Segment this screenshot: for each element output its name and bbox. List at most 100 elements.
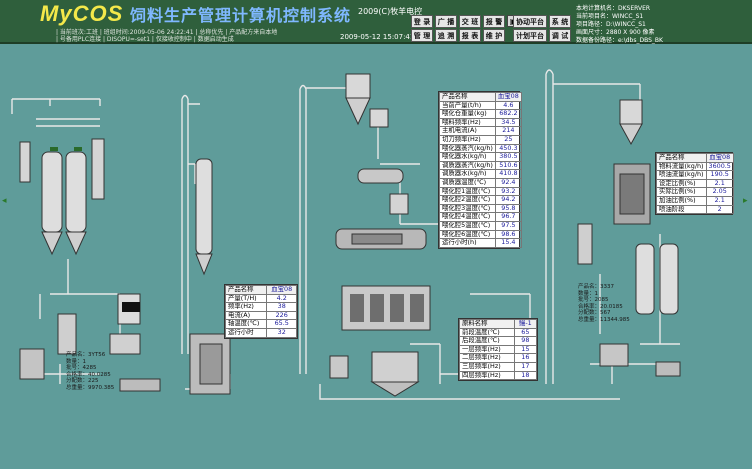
pellet-row-label: 运行小时 [224, 327, 268, 338]
middle-silo [195, 158, 213, 255]
extruder-row-value: 510.6 [494, 160, 522, 171]
app-title: 饲料生产管理计算机控制系统 [130, 6, 352, 25]
readout-line: 产品名：3YT56 [66, 352, 106, 358]
readout-line: 产品名：3337 [578, 284, 614, 290]
sysinfo-path: 项目路径：D:\WINCC_S1 [576, 21, 646, 28]
copyright-text: 2009(C)牧羊电控 [358, 7, 423, 16]
sysinfo-project: 当前项目名：WINCC_S1 [576, 13, 644, 20]
dryer-row-value: 15 [513, 344, 538, 355]
manage-button[interactable]: 管 理 [411, 29, 433, 42]
pellet-row-value: 65.5 [266, 319, 297, 329]
extruder-header-value: 血宝08 [494, 92, 522, 102]
motion-platform-button[interactable]: 协动平台 [513, 15, 547, 28]
dryer-row-value: 17 [513, 361, 538, 372]
status-ticker-2: | 号备用PLC连接 | DISOPU=-set1 | 仅接收控制中 | 数据启… [56, 36, 234, 43]
trace-button[interactable]: 追 溯 [435, 29, 457, 42]
system-clock: 2009-05-12 15:07:41 [340, 33, 415, 41]
coating-row-label: 物料流量(kg/h) [656, 161, 707, 172]
extruder-row-label: 调质器温度(℃) [439, 177, 496, 188]
readout-line: 合格率：40.0285 [66, 371, 111, 378]
system-button[interactable]: 系 统 [549, 15, 571, 28]
pellet-row-label: 电流(A) [224, 310, 268, 321]
extruder-row-label: 主机电流(A) [439, 126, 496, 136]
extruder-row-value: 98.6 [494, 229, 522, 240]
extruder-row-label: 调质器水(kg/h) [439, 169, 496, 179]
readout-line: 分配数：225 [66, 378, 99, 385]
debug-button[interactable]: 调 试 [549, 29, 571, 42]
extruder-row-value: 92.4 [494, 177, 522, 188]
extruder-row-value: 15.4 [494, 238, 522, 248]
scroll-right-arrow[interactable]: ▸ [743, 196, 748, 206]
extruder-row-value: 682.2 [494, 109, 522, 119]
extruder-row-value: 93.2 [494, 186, 522, 197]
extruder-row-label: 调质器蒸汽(kg/h) [439, 160, 496, 171]
maintenance-button[interactable]: 维 护 [483, 29, 505, 42]
extruder-row-label: 切刀频率(Hz) [439, 134, 496, 145]
coating-row-value: 2.05 [705, 187, 734, 197]
extruder-row-label: 喂料频率(Hz) [439, 117, 496, 128]
sysinfo-hostname: 本地计算机名：DKSERVER [576, 5, 651, 12]
pellet-row-value: 226 [266, 310, 297, 321]
left-twin-silos [19, 138, 105, 256]
extruder-row-value: 96.7 [494, 212, 522, 222]
coating-row-value: 2 [705, 204, 734, 215]
logo-suffix: COS [72, 1, 124, 26]
extruder-row-label: 喂化仓重量(kg) [439, 109, 496, 119]
extruder-row-label: 喂化腔1温度(℃) [439, 186, 496, 197]
dryer-row-value: 18 [513, 370, 538, 381]
title-bar: MyCOS 饲料生产管理计算机控制系统 2009(C)牧羊电控 | 当前班次:工… [0, 0, 752, 44]
extruder-row-label: 喂化腔4温度(℃) [439, 212, 496, 222]
coating-row-value: 3600.5 [705, 161, 734, 172]
broadcast-button[interactable]: 广 播 [435, 15, 457, 28]
readout-line: 批号：2085 [578, 297, 609, 304]
dryer-row-label: 后段温度(℃) [459, 336, 515, 346]
left-batch-readout: 产品名：3YT56 数量：1 批号：4285 合格率：40.0285 分配数：2… [66, 352, 114, 392]
right-batch-readout: 产品名：3337 数量：1 批号：2085 合格率：20.0185 分配数：56… [578, 284, 630, 324]
readout-line: 数量：1 [578, 290, 598, 297]
extruder-row-label: 运行小时(h) [439, 238, 496, 248]
coating-row-label: 喷油流量(kg/h) [656, 170, 707, 180]
dryer-row-label: 前段温度(℃) [459, 327, 515, 338]
plant-schematic [11, 69, 681, 400]
app-logo: MyCOS [40, 1, 123, 27]
sysinfo-screen-size: 画面尺寸：2880 X 900 像素 [576, 29, 655, 36]
coating-panel: 产品名称血宝08 物料流量(kg/h)3600.5 喷油流量(kg/h)190.… [655, 152, 734, 216]
readout-line: 总重量：11344.985 [578, 316, 630, 323]
extruder-row-label: 喂化腔2温度(℃) [439, 195, 496, 205]
coating-row-value: 2.1 [705, 195, 734, 206]
cooler [371, 351, 419, 383]
readout-line: 合格率：20.0185 [578, 303, 623, 310]
login-button[interactable]: 登 录 [411, 15, 433, 28]
extruder-row-value: 4.6 [494, 100, 522, 111]
extruder-row-label: 喂化器蒸汽(kg/h) [439, 143, 496, 154]
readout-line: 批号：4285 [66, 365, 97, 372]
extruder-row-value: 214 [494, 126, 522, 136]
shift-change-button[interactable]: 交 班 [459, 15, 481, 28]
pellet-row-label: 产量(T/H) [224, 293, 268, 304]
dryer-row-label: 四层频率(Hz) [459, 370, 515, 381]
dryer-panel: 原料名称鳗-1 前段温度(℃)65 后段温度(℃)98 一层频率(Hz)15 二… [458, 318, 538, 382]
report-button[interactable]: 报 表 [459, 29, 481, 42]
extruder-row-label: 喂化腔5温度(℃) [439, 220, 496, 231]
coating-row-label: 喷油阶段 [656, 204, 707, 215]
plan-platform-button[interactable]: 计划平台 [513, 29, 547, 42]
coating-header-value: 血宝08 [705, 153, 734, 163]
dryer-row-value: 16 [513, 353, 538, 363]
dryer-row-label: 一层频率(Hz) [459, 344, 515, 355]
dryer-row-label: 二层频率(Hz) [459, 353, 515, 363]
alarm-button[interactable]: 报 警 [483, 15, 505, 28]
conditioner [357, 168, 404, 184]
extruder-row-value: 410.8 [494, 169, 522, 179]
coating-row-label: 实际比例(%) [656, 187, 707, 197]
coating-row-label: 加油比例(%) [656, 195, 707, 206]
coating-row-value: 190.5 [705, 170, 734, 180]
extruder-panel: 产品名称血宝08 当前产量(t/h)4.6 喂化仓重量(kg)682.2 喂料频… [438, 91, 522, 249]
dryer-row-label: 三层频率(Hz) [459, 361, 515, 372]
extruder-row-label: 喂化器水(kg/h) [439, 152, 496, 162]
extruder-row-label: 当前产量(t/h) [439, 100, 496, 111]
dryer-row-value: 98 [513, 336, 538, 346]
extruder-header-label: 产品名称 [439, 92, 496, 102]
pellet-row-value: 38 [266, 302, 297, 312]
coating-row-value: 2.1 [705, 178, 734, 189]
scroll-left-arrow[interactable]: ◂ [2, 196, 7, 206]
